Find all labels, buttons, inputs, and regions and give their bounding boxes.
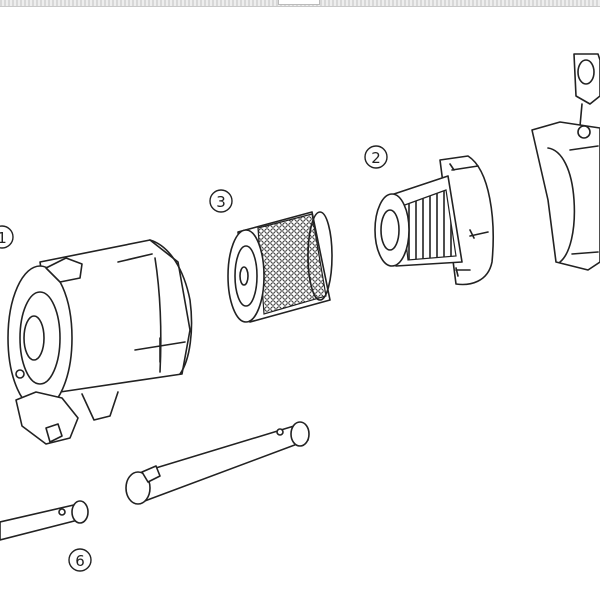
part-dust-cup[interactable] [7,239,193,445]
callout-6-label: 6 [75,552,85,570]
callout-1-label: 1 [0,229,7,247]
callout-2-label: 2 [371,149,381,167]
part-extension-tube[interactable] [125,421,310,505]
window-top-strip [0,0,600,7]
callout-2: 2 [364,145,388,169]
callout-3: 3 [209,189,233,213]
callout-3-label: 3 [216,193,226,211]
part-cone-filter[interactable] [374,155,494,286]
callout-1: 1 [0,225,14,249]
part-mesh-filter[interactable] [227,211,333,323]
part-main-body[interactable] [531,53,600,271]
callout-6: 6 [68,548,92,572]
part-tube-6[interactable] [0,500,89,541]
window-tab-handle[interactable] [278,0,320,5]
